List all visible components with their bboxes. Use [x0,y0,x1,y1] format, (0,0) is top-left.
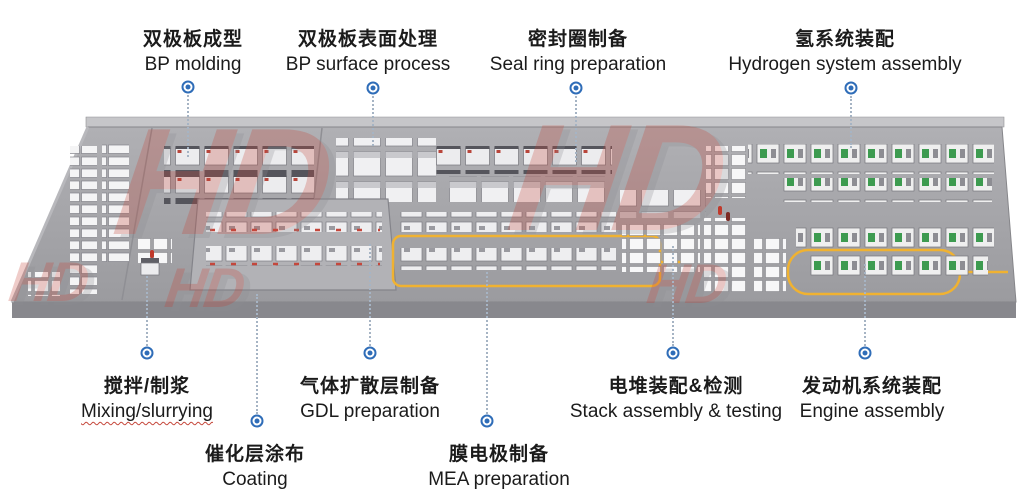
callout-en-label: Engine assembly [799,401,945,422]
leader-line [256,294,258,414]
back-wall [85,116,1005,128]
callout-marker [140,346,154,360]
callout-zh-label: 气体扩散层制备 [299,376,441,397]
callout-marker [480,414,494,428]
callout-en-label: Hydrogen system assembly [728,54,962,75]
workers [150,206,730,258]
callout-en-label: BP molding [144,54,242,75]
callout-marker [250,414,264,428]
callout-marker [181,80,195,94]
callout-marker [363,346,377,360]
coating-hall [189,198,397,291]
callout-zh-label: 膜电极制备 [448,444,549,465]
engine-assembly-rows [796,222,994,280]
storage-racks [28,142,129,296]
callout-mea: 膜电极制备 MEA preparation [428,439,570,491]
seal-ring-machines [436,146,612,202]
leader-line [187,95,189,157]
leader-line [486,272,488,414]
callout-zh-label: 发动机系统装配 [801,376,943,397]
callout-marker [844,81,858,95]
hydrogen-assembly-rows [748,144,994,202]
callout-gdl: 气体扩散层制备 GDL preparation [300,371,440,423]
leader-line [672,246,674,346]
leader-line [369,244,371,346]
callout-marker [569,81,583,95]
bp-molding-machines [164,146,314,204]
callout-hydrogen-assembly: 氢系统装配 Hydrogen system assembly [728,24,961,76]
callout-marker [366,81,380,95]
leader-line [372,96,374,146]
callout-mixing: 搅拌/制浆 Mixing/slurrying [81,371,213,423]
callout-zh-label: 搅拌/制浆 [103,376,191,397]
callout-zh-label: 双极板成型 [142,29,244,50]
callout-en-label: BP surface process [285,54,451,75]
mixing-area [138,236,172,276]
leader-line [575,96,577,162]
callout-engine-assembly: 发动机系统装配 Engine assembly [800,371,945,423]
callout-marker [666,346,680,360]
bp-surface-machines [336,138,436,202]
leader-line [146,276,148,346]
callout-seal-ring: 密封圈制备 Seal ring preparation [490,24,666,76]
callout-stack-assembly: 电堆装配&检测 Stack assembly & testing [570,371,782,423]
callout-marker [858,346,872,360]
mea-production-lines [398,212,616,270]
callout-en-label: Seal ring preparation [489,54,667,75]
callout-en-label: Stack assembly & testing [569,401,783,422]
callout-bp-surface: 双极板表面处理 BP surface process [286,24,450,76]
callout-en-label: Mixing/slurrying [81,401,213,422]
callout-zh-label: 电堆装配&检测 [608,376,744,397]
callout-en-label: GDL preparation [300,401,440,422]
callout-zh-label: 氢系统装配 [794,29,895,50]
leader-line [864,264,866,346]
pallet-stacks [704,146,786,294]
callout-en-label: MEA preparation [428,469,570,490]
callout-zh-label: 双极板表面处理 [297,29,438,50]
callout-coating: 催化层涂布 Coating [205,439,305,491]
callout-zh-label: 密封圈制备 [527,29,629,50]
leader-line [850,96,852,148]
stack-assembly-area [620,190,706,272]
callout-en-label: Coating [222,469,288,490]
callout-bp-molding: 双极板成型 BP molding [143,24,243,76]
callout-zh-label: 催化层涂布 [204,444,306,465]
